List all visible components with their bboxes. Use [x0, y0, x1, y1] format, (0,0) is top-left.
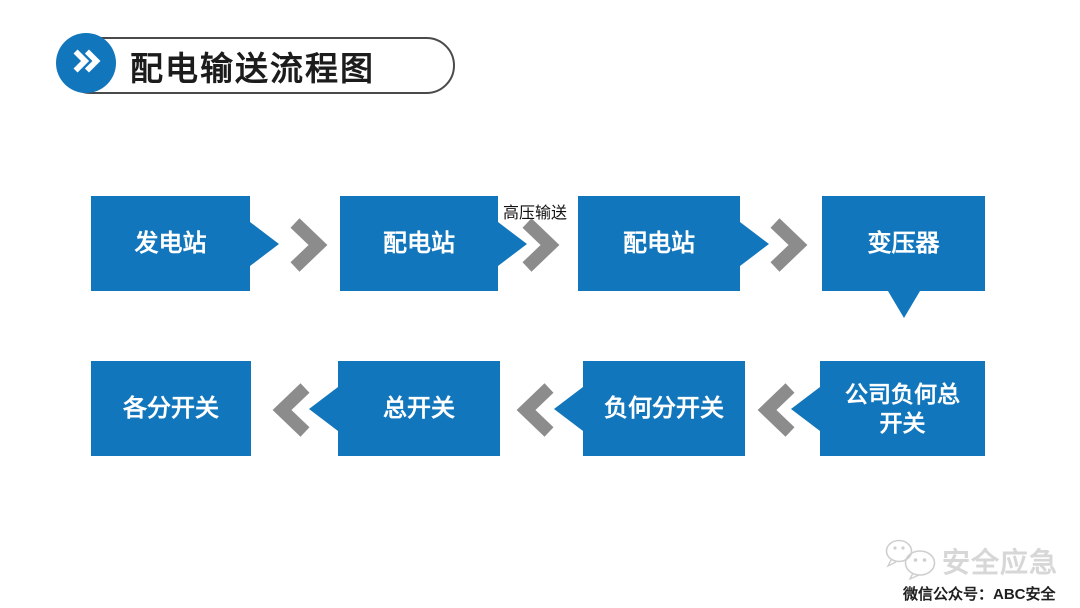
flow-box-company-main-load-switch: 公司负何总开关: [791, 361, 985, 456]
connector-tip-right: [250, 221, 279, 266]
chevron-left-icon: [757, 382, 799, 438]
flow-box-label: 各分开关: [123, 394, 219, 422]
connector-tip-left: [309, 386, 338, 431]
flow-box-label: 变压器: [867, 229, 940, 257]
chevron-right-icon: [518, 217, 560, 273]
chevron-right-icon: [286, 217, 328, 273]
flow-box-main-switch: 总开关: [309, 361, 500, 456]
connector-tip-down: [887, 291, 920, 318]
connector-tip-left: [554, 386, 583, 431]
flow-box-distribution-station-1: 配电站: [340, 196, 527, 291]
page-title: 配电输送流程图: [130, 51, 375, 88]
connector-tip-right: [498, 221, 527, 266]
connector-label-high-voltage: 高压输送: [503, 205, 568, 222]
flow-box-transformer: 变压器: [822, 196, 985, 318]
flow-box-branch-switches: 各分开关: [91, 361, 251, 456]
chevron-left-icon: [272, 382, 314, 438]
flow-box-distribution-station-2: 配电站: [578, 196, 769, 291]
flow-box-power-station: 发电站: [91, 196, 279, 291]
flow-box-label: 配电站: [623, 229, 695, 257]
title-banner: [62, 37, 455, 94]
flow-box-label: 总开关: [383, 394, 455, 422]
flow-box-label: 配电站: [383, 229, 455, 257]
connector-tip-left: [791, 386, 820, 431]
flow-box-label: 发电站: [134, 229, 207, 257]
wechat-bubbles-icon: [883, 537, 941, 582]
wechat-account-line: 微信公众号：ABC安全: [903, 586, 1056, 603]
chevron-right-icon: [766, 217, 808, 273]
connector-tip-right: [740, 221, 769, 266]
flow-box-label: 公司负何总开关: [845, 380, 960, 436]
double-chevron-right-icon: [67, 42, 105, 85]
chevron-left-icon: [516, 382, 558, 438]
title-badge: [56, 33, 116, 93]
brand-watermark: 安全应急: [942, 547, 1059, 578]
flow-box-label: 负何分开关: [604, 394, 724, 422]
flow-box-load-branch-switch: 负何分开关: [554, 361, 745, 456]
